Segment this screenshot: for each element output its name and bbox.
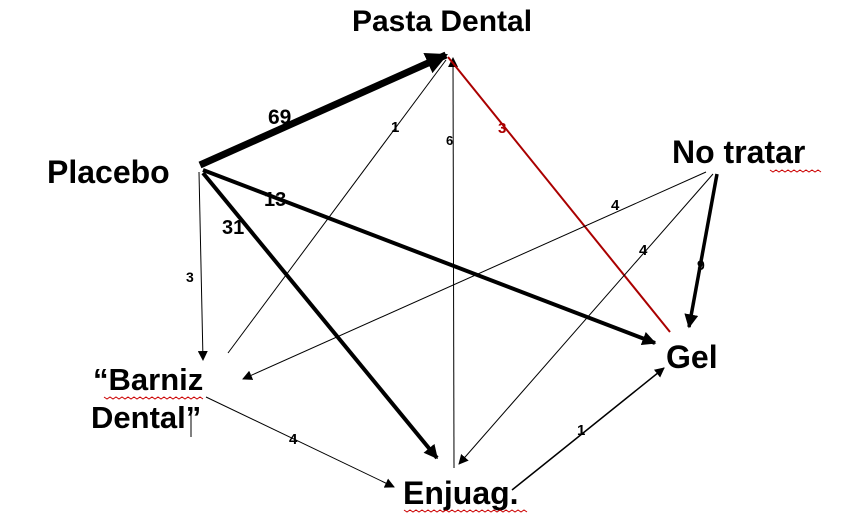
edge-label-placebo-gel: 13	[264, 189, 286, 211]
edge-gel-pasta	[447, 56, 671, 333]
edge-label-enjuag-pasta: 6	[446, 133, 453, 148]
edge-label-notratar-enjuag: 4	[639, 242, 648, 259]
edge-barniz-enjuag	[205, 396, 395, 488]
edge-notratar-barniz	[242, 171, 707, 380]
spellcheck-underline-enjuag	[403, 509, 528, 513]
edge-placebo-enjuag	[201, 171, 439, 460]
edge-barniz-pasta	[227, 59, 447, 354]
node-pasta-dental: Pasta Dental	[352, 5, 532, 38]
edge-label-barniz-pasta: 1	[391, 119, 399, 136]
edge-placebo-gel	[202, 168, 657, 346]
edge-label-placebo-barniz: 3	[186, 269, 194, 285]
edge-placebo-pasta	[198, 51, 449, 169]
node-placebo: Placebo	[47, 154, 170, 190]
spellcheck-underline-notratar	[769, 169, 822, 173]
spellcheck-underline-barniz	[103, 396, 204, 400]
edge-notratar-enjuag	[458, 173, 714, 465]
edge-label-placebo-enjuag: 31	[222, 217, 244, 239]
edge-label-notratar-gel: 9	[697, 257, 705, 273]
node-barniz-line1: “Barniz	[93, 362, 203, 397]
edge-label-placebo-pasta: 69	[268, 106, 291, 129]
edge-notratar-gel	[684, 173, 719, 329]
edge-enjuag-gel	[511, 367, 665, 491]
node-gel: Gel	[666, 339, 718, 375]
edge-label-barniz-enjuag: 4	[289, 431, 298, 448]
node-no-tratar: No tratar	[672, 134, 805, 170]
node-enjuag: Enjuag.	[403, 475, 519, 511]
edge-enjuag-pasta	[448, 57, 459, 469]
node-barniz-line2: Dental”	[91, 400, 201, 435]
edge-label-gel-pasta: 3	[498, 120, 506, 137]
edge-placebo-barniz	[197, 171, 208, 361]
edge-label-notratar-barniz: 4	[611, 197, 620, 214]
edge-label-enjuag-gel: 1	[577, 422, 585, 439]
